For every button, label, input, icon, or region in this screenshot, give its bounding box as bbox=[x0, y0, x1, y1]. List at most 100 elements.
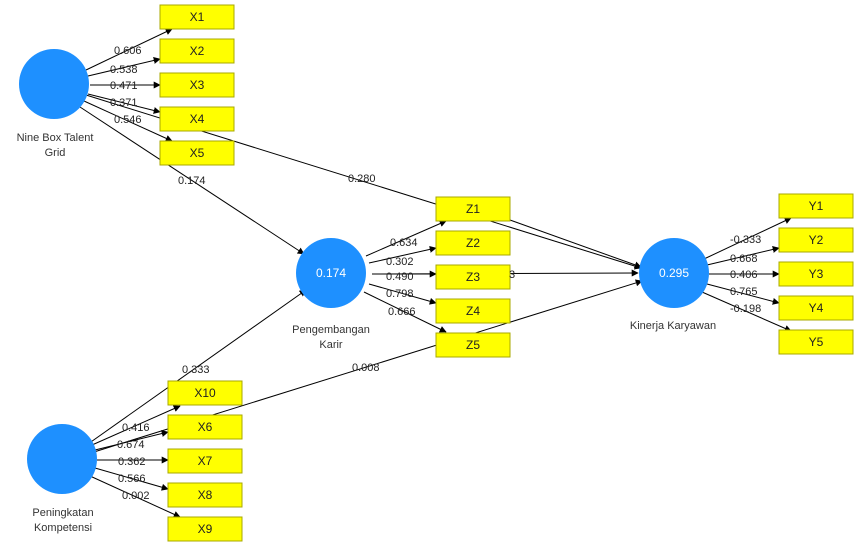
loading-x3: 0.471 bbox=[110, 80, 138, 92]
loading-x7: 0.674 bbox=[117, 439, 145, 451]
arrow-karir-z5 bbox=[363, 291, 447, 333]
loading-x4: 0.371 bbox=[110, 97, 138, 109]
arrow-kinerja-y4 bbox=[706, 283, 780, 305]
loading-x6: 0.416 bbox=[122, 422, 150, 434]
indicator-z2[interactable]: Z2 bbox=[435, 230, 511, 256]
indicator-x1[interactable]: X1 bbox=[159, 4, 235, 30]
arrow-kinerja-y1 bbox=[703, 217, 792, 260]
indicator-z4[interactable]: Z4 bbox=[435, 298, 511, 324]
loading-x2: 0.538 bbox=[110, 64, 138, 76]
construct-nine-box[interactable]: Nine Box Talent Grid bbox=[17, 49, 94, 159]
indicator-x3[interactable]: X3 bbox=[159, 72, 235, 98]
construct-peningkatan-name-2: Kompetensi bbox=[34, 522, 92, 534]
indicator-x3-label: X3 bbox=[190, 78, 205, 92]
coef-nine-karir: 0.174 bbox=[178, 175, 206, 187]
indicator-y3[interactable]: Y3 bbox=[778, 261, 854, 287]
arrow-komp-x10 bbox=[91, 405, 181, 446]
construct-kinerja-name-1: Kinerja Karyawan bbox=[630, 320, 716, 332]
arrow-komp-x9 bbox=[89, 475, 181, 518]
arrow-karir-z4 bbox=[368, 283, 437, 305]
construct-pengembangan-name-1: Pengembangan bbox=[292, 324, 370, 336]
loading-x1: 0.606 bbox=[114, 45, 142, 57]
indicator-x8[interactable]: X8 bbox=[167, 482, 243, 508]
coef-nine-kinerja: 0.280 bbox=[348, 173, 376, 185]
indicator-y5-label: Y5 bbox=[809, 335, 824, 349]
indicators-x-nine: X1 X2 X3 X4 X5 bbox=[159, 4, 235, 166]
indicator-z3-label: Z3 bbox=[466, 270, 480, 284]
arrows bbox=[79, 28, 792, 518]
indicator-x9[interactable]: X9 bbox=[167, 516, 243, 542]
indicator-y1-label: Y1 bbox=[809, 199, 824, 213]
arrow-nine-x4 bbox=[87, 93, 161, 114]
loading-x9: 0.566 bbox=[118, 473, 146, 485]
indicator-x4[interactable]: X4 bbox=[159, 106, 235, 132]
indicator-x2-label: X2 bbox=[190, 44, 205, 58]
indicator-x10-label: X10 bbox=[194, 386, 216, 400]
loading-z5: 0.666 bbox=[388, 306, 416, 318]
arrow-kompetensi-karir bbox=[87, 289, 307, 445]
construct-nine-box-name-1: Nine Box Talent bbox=[17, 132, 94, 144]
indicator-z3[interactable]: Z3 bbox=[435, 264, 511, 290]
construct-pengembangan-karir[interactable]: 0.174 Pengembangan Karir bbox=[292, 238, 370, 351]
indicator-z2-label: Z2 bbox=[466, 236, 480, 250]
indicator-y5[interactable]: Y5 bbox=[778, 329, 854, 355]
indicator-z5-label: Z5 bbox=[466, 338, 480, 352]
arrow-z1-kinerja bbox=[509, 219, 642, 269]
arrow-nine-x5 bbox=[83, 100, 173, 142]
indicators-z: Z1 Z2 Z3 Z4 Z5 bbox=[435, 196, 511, 358]
coef-kompetensi-karir: 0.333 bbox=[182, 364, 210, 376]
loading-y4: 0.765 bbox=[730, 286, 758, 298]
construct-kinerja-value: 0.295 bbox=[659, 266, 689, 280]
loading-z4: 0.798 bbox=[386, 288, 414, 300]
indicator-y4-label: Y4 bbox=[809, 301, 824, 315]
loading-y3: 0.406 bbox=[730, 269, 758, 281]
arrow-kinerja-y5 bbox=[701, 291, 792, 332]
arrow-nine-karir bbox=[79, 106, 305, 255]
indicator-y4[interactable]: Y4 bbox=[778, 295, 854, 321]
loading-y2: 0.668 bbox=[730, 253, 758, 265]
indicator-x9-label: X9 bbox=[198, 522, 213, 536]
arrow-komp-x6 bbox=[94, 430, 169, 451]
indicator-x5[interactable]: X5 bbox=[159, 140, 235, 166]
indicator-x7-label: X7 bbox=[198, 454, 213, 468]
indicator-x8-label: X8 bbox=[198, 488, 213, 502]
indicator-x7[interactable]: X7 bbox=[167, 448, 243, 474]
loading-y1: -0.333 bbox=[730, 234, 761, 246]
loading-labels: 0.606 0.538 0.471 0.371 0.546 0.174 0.28… bbox=[110, 45, 761, 502]
construct-peningkatan-kompetensi[interactable]: Peningkatan Kompetensi bbox=[27, 424, 97, 534]
construct-pengembangan-value: 0.174 bbox=[316, 266, 346, 280]
indicator-y2[interactable]: Y2 bbox=[778, 227, 854, 253]
arrow-nine-x1 bbox=[85, 28, 173, 71]
indicator-y1[interactable]: Y1 bbox=[778, 193, 854, 219]
construct-peningkatan-name-1: Peningkatan bbox=[32, 507, 93, 519]
indicator-y2-label: Y2 bbox=[809, 233, 824, 247]
loading-z3: 0.490 bbox=[386, 271, 414, 283]
construct-kinerja-karyawan[interactable]: 0.295 Kinerja Karyawan bbox=[630, 238, 716, 332]
arrow-karir-z2 bbox=[368, 245, 437, 264]
construct-pengembangan-name-2: Karir bbox=[319, 339, 343, 351]
loading-x9b: 0.002 bbox=[122, 490, 150, 502]
indicator-x5-label: X5 bbox=[190, 146, 205, 160]
indicator-x6[interactable]: X6 bbox=[167, 414, 243, 440]
indicator-z5[interactable]: Z5 bbox=[435, 332, 511, 358]
indicator-z1-label: Z1 bbox=[466, 202, 480, 216]
construct-nine-box-name-2: Grid bbox=[45, 147, 66, 159]
coef-karir-kinerja: 3 bbox=[509, 269, 515, 281]
arrow-nine-x2 bbox=[87, 57, 161, 77]
indicator-x1-label: X1 bbox=[190, 10, 205, 24]
loading-z1: 0.634 bbox=[390, 237, 418, 249]
arrow-komp-x8 bbox=[94, 467, 169, 491]
loading-x8: 0.362 bbox=[118, 456, 146, 468]
indicator-x10[interactable]: X10 bbox=[167, 380, 243, 406]
loading-x5: 0.546 bbox=[114, 114, 142, 126]
indicator-z1[interactable]: Z1 bbox=[435, 196, 511, 222]
indicators-y: Y1 Y2 Y3 Y4 Y5 bbox=[778, 193, 854, 355]
arrow-karir-z1 bbox=[365, 220, 447, 257]
loading-z2: 0.302 bbox=[386, 256, 414, 268]
loading-y5: -0.198 bbox=[730, 303, 761, 315]
indicator-x4-label: X4 bbox=[190, 112, 205, 126]
arrow-kinerja-y2 bbox=[706, 246, 780, 266]
indicator-x2[interactable]: X2 bbox=[159, 38, 235, 64]
coef-kompetensi-kinerja: 0.008 bbox=[352, 362, 380, 374]
